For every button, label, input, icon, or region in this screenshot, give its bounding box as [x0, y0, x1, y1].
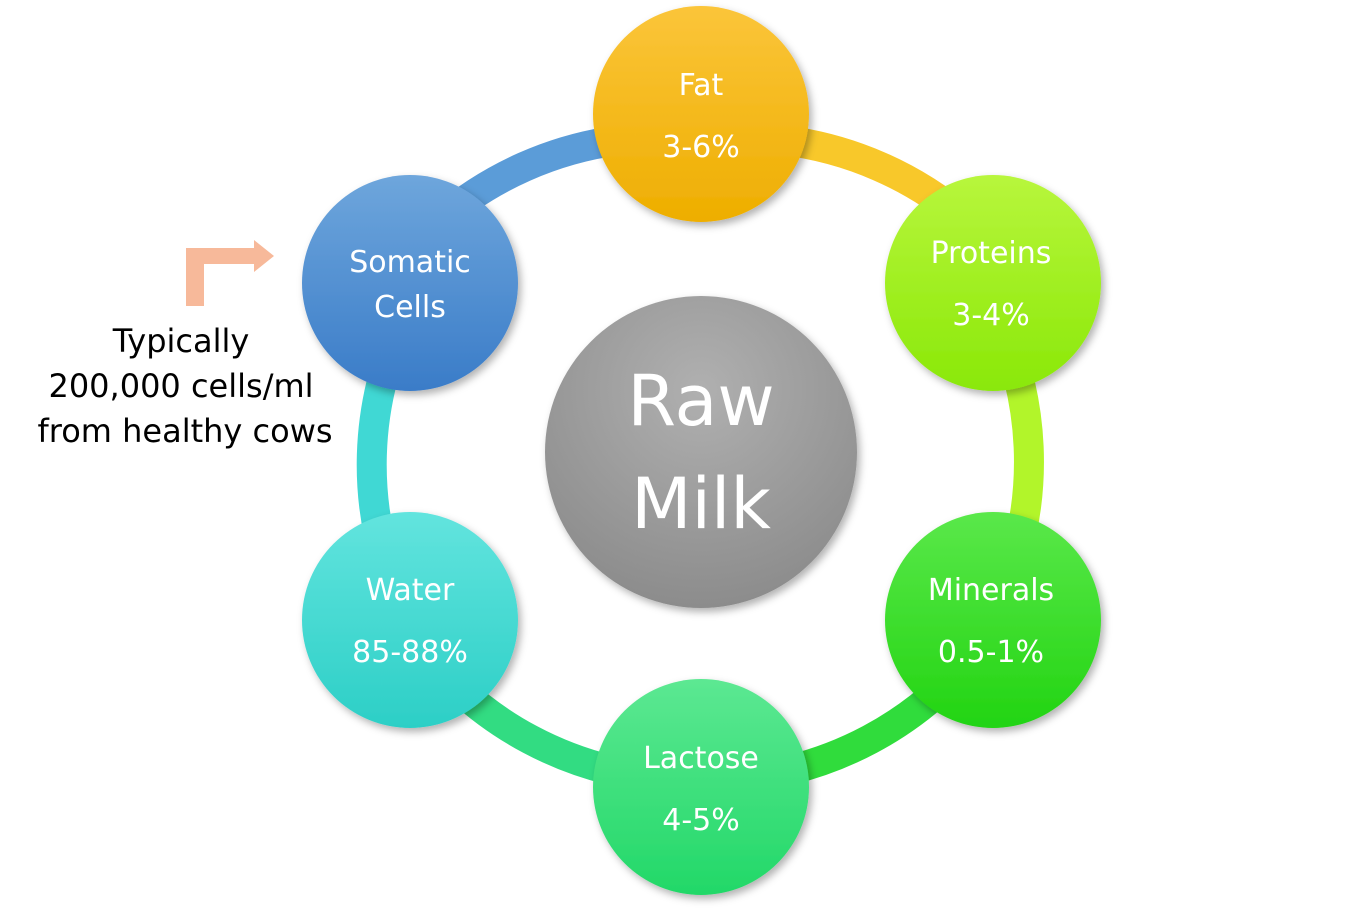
node-minerals: Minerals 0.5-1%: [885, 512, 1101, 728]
node-fat-circle: [593, 6, 809, 222]
center-node-raw-milk: Raw Milk: [545, 296, 857, 608]
node-lactose-value: 4-5%: [662, 803, 740, 838]
node-proteins-label: Proteins: [931, 236, 1052, 271]
somatic-cells-note: Typically 200,000 cells/ml from healthy …: [37, 322, 332, 450]
center-title-line1: Raw: [627, 360, 774, 442]
note-line2: 200,000 cells/ml: [48, 367, 313, 405]
node-fat-value: 3-6%: [662, 130, 740, 165]
note-line3: from healthy cows: [37, 412, 332, 450]
ring-arc-minerals-lactose: [775, 675, 955, 785]
ring-arc-water-somatic: [356, 355, 400, 555]
node-proteins-value: 3-4%: [952, 298, 1030, 333]
node-lactose-label: Lactose: [643, 741, 759, 776]
note-line1: Typically: [112, 322, 250, 360]
node-somatic-cells-label-line2: Cells: [374, 290, 446, 325]
node-fat: Fat 3-6%: [593, 6, 809, 222]
ring-arc-lactose-water: [445, 675, 625, 785]
bent-arrow-icon: [186, 240, 274, 306]
node-fat-label: Fat: [679, 68, 724, 103]
node-somatic-cells-label-line1: Somatic: [349, 245, 471, 280]
node-proteins-circle: [885, 175, 1101, 391]
node-lactose: Lactose 4-5%: [593, 679, 809, 895]
node-minerals-label: Minerals: [928, 573, 1054, 608]
node-somatic-cells: Somatic Cells: [302, 175, 518, 391]
node-minerals-circle: [885, 512, 1101, 728]
node-somatic-cells-circle: [302, 175, 518, 391]
node-water-circle: [302, 512, 518, 728]
bent-arrow-shape: [186, 240, 274, 306]
node-water: Water 85-88%: [302, 512, 518, 728]
center-circle: [545, 296, 857, 608]
node-lactose-circle: [593, 679, 809, 895]
node-water-value: 85-88%: [352, 635, 468, 670]
node-minerals-value: 0.5-1%: [938, 635, 1044, 670]
node-proteins: Proteins 3-4%: [885, 175, 1101, 391]
node-water-label: Water: [366, 573, 455, 608]
center-title-line2: Milk: [631, 463, 771, 545]
